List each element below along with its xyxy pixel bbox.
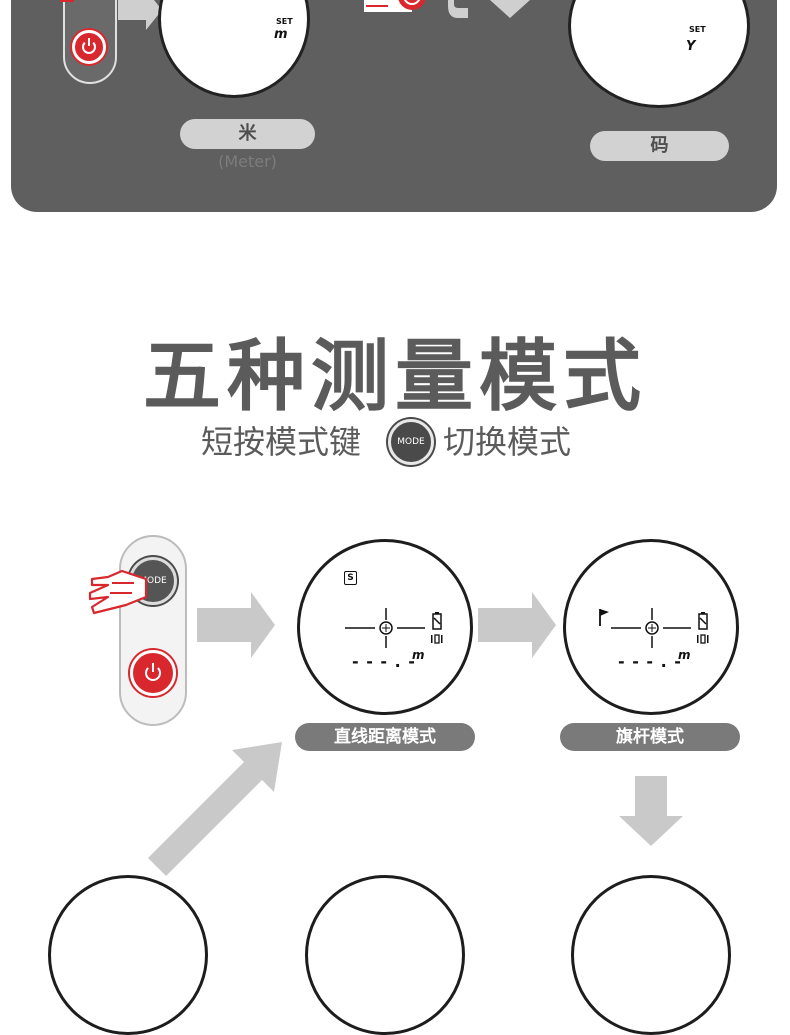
straight-distance-mode-pill: 直线距离模式 bbox=[295, 723, 475, 751]
power-icon-line bbox=[88, 38, 90, 46]
meter-sub-label: (Meter) bbox=[218, 152, 277, 171]
mode-button-icon: MODE bbox=[388, 419, 434, 465]
red-tab-icon bbox=[60, 0, 74, 2]
distance-unit: m bbox=[678, 648, 691, 662]
arrow-down-icon bbox=[619, 776, 683, 846]
signal-icon bbox=[431, 634, 443, 644]
straight-distance-screen: S - - - . - m bbox=[297, 539, 473, 715]
arrow-right-icon bbox=[118, 0, 162, 30]
distance-unit: m bbox=[412, 648, 425, 662]
mode-button-label: MODE bbox=[139, 576, 167, 586]
s-badge: S bbox=[344, 571, 357, 585]
yard-label-pill: 码 bbox=[590, 131, 729, 161]
subtitle-right: 切换模式 bbox=[443, 423, 572, 461]
bottom-screen-center bbox=[305, 875, 465, 1035]
flag-icon bbox=[599, 609, 609, 626]
bottom-screen-right bbox=[571, 875, 731, 1035]
mode-button-text: MODE bbox=[397, 437, 425, 447]
power-icon bbox=[145, 665, 161, 681]
flag-mode-screen: - - - . - m bbox=[563, 539, 739, 715]
unit-meter: m bbox=[274, 27, 288, 42]
crosshair-icon bbox=[345, 608, 425, 648]
set-label: SET bbox=[689, 25, 706, 34]
arrow-right-icon bbox=[478, 592, 556, 658]
battery-icon bbox=[698, 612, 708, 630]
set-label: SET bbox=[276, 17, 293, 26]
page-title: 五种测量模式 bbox=[142, 332, 647, 422]
crosshair-icon bbox=[611, 608, 691, 648]
finger-press-icon bbox=[364, 0, 426, 12]
unit-yard: Y bbox=[686, 39, 696, 54]
power-icon-line bbox=[152, 663, 154, 672]
battery-icon bbox=[432, 612, 442, 630]
signal-icon bbox=[697, 634, 709, 644]
flag-mode-pill: 旗杆模式 bbox=[560, 723, 740, 751]
arrow-right-icon bbox=[197, 592, 275, 658]
power-button-top[interactable] bbox=[72, 30, 106, 64]
straight-distance-mode-label: 直线距离模式 bbox=[334, 727, 436, 747]
distance-readout: - - - . - bbox=[618, 652, 682, 671]
arrow-diagonal-icon bbox=[148, 742, 282, 876]
finger-press-icon bbox=[88, 569, 148, 615]
flag-mode-label: 旗杆模式 bbox=[616, 727, 684, 747]
yard-label: 码 bbox=[650, 135, 669, 156]
subtitle-left: 短按模式键 bbox=[201, 423, 362, 461]
distance-readout: - - - . - bbox=[352, 652, 416, 671]
power-icon bbox=[82, 40, 96, 54]
meter-label: 米 bbox=[238, 123, 257, 144]
bottom-screen-left bbox=[48, 875, 208, 1035]
power-button[interactable] bbox=[130, 650, 176, 696]
switch-arrows-icon bbox=[448, 0, 530, 18]
meter-label-pill: 米 bbox=[180, 119, 315, 149]
